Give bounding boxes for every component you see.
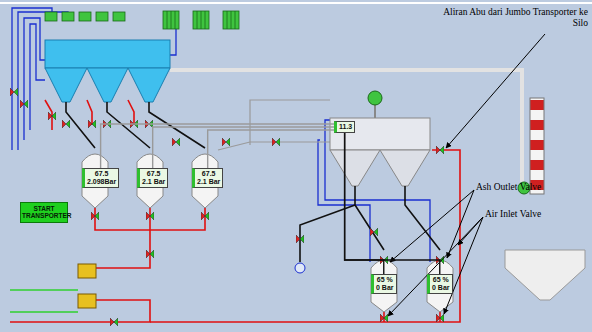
node-text: 2.1 Bar bbox=[142, 178, 165, 186]
pipe-connector bbox=[345, 133, 384, 274]
node-text: 65 % bbox=[376, 276, 394, 284]
flow-note: Aliran Abu dari Jumbo Transporter ke Sil… bbox=[428, 7, 588, 29]
node-text: 67.5 bbox=[197, 170, 220, 178]
pipe-connector bbox=[153, 127, 334, 168]
pressure-display: 67.52.1 Bar bbox=[192, 168, 223, 188]
pressure-display: 67.52.098Bar bbox=[82, 168, 119, 188]
node-text: 11.3 bbox=[339, 123, 352, 131]
level-display: 11.3 bbox=[334, 121, 355, 133]
pressure-display: 65 %0 Bar bbox=[427, 274, 453, 294]
node-text: 2.098Bar bbox=[87, 178, 116, 186]
pressure-display: 65 %0 Bar bbox=[371, 274, 397, 294]
node-text: 0 Bar bbox=[376, 284, 394, 292]
callout-text: Ash Outlet Valve bbox=[476, 182, 586, 193]
pipe-connector bbox=[208, 130, 334, 168]
node-text: 65 % bbox=[432, 276, 450, 284]
pipe-connector bbox=[345, 133, 440, 274]
pipe-connector bbox=[101, 124, 334, 168]
node-text: START TRANSPORTER bbox=[22, 205, 66, 220]
node-text: 67.5 bbox=[142, 170, 165, 178]
node-text: 67.5 bbox=[87, 170, 116, 178]
start-button: START TRANSPORTER bbox=[20, 202, 68, 223]
pressure-display: 67.52.1 Bar bbox=[137, 168, 168, 188]
node-text: 0 Bar bbox=[432, 284, 450, 292]
callout-text: Air Inlet Valve bbox=[485, 209, 585, 220]
node-text: 2.1 Bar bbox=[197, 178, 220, 186]
